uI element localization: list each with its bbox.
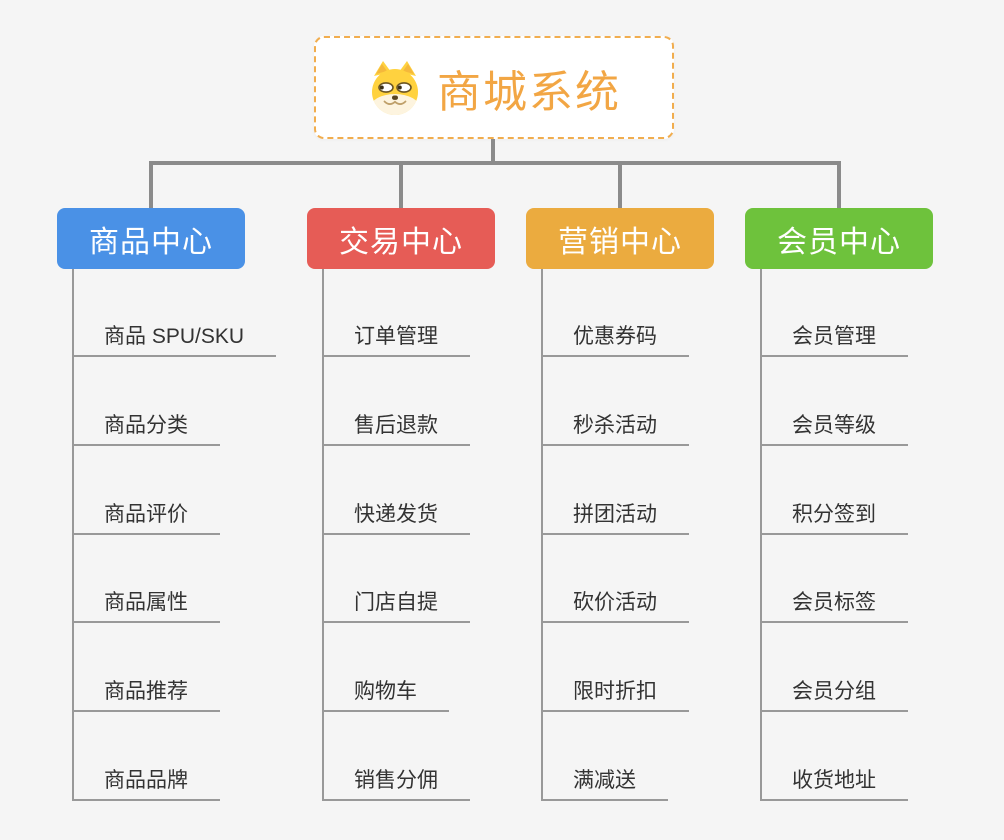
child-node[interactable]: 商品评价 <box>72 497 220 535</box>
child-node[interactable]: 门店自提 <box>322 585 470 623</box>
connector-stem <box>491 139 495 163</box>
child-node[interactable]: 快递发货 <box>322 497 470 535</box>
branch-label: 交易中心 <box>339 225 463 259</box>
root-title: 商城系统 <box>437 67 621 117</box>
child-node[interactable]: 商品分类 <box>72 408 220 446</box>
connector-drop <box>399 161 403 209</box>
child-node[interactable]: 积分签到 <box>760 497 908 535</box>
connector-drop <box>618 161 622 209</box>
child-node[interactable]: 商品属性 <box>72 585 220 623</box>
root-node[interactable]: 商城系统 <box>314 36 674 139</box>
child-node[interactable]: 商品 SPU/SKU <box>72 319 277 357</box>
branch-label: 商品中心 <box>89 225 213 259</box>
connector-drop <box>837 161 841 209</box>
connector-trunk <box>72 269 74 801</box>
child-node[interactable]: 会员管理 <box>760 319 908 357</box>
child-node[interactable]: 销售分佣 <box>322 763 470 801</box>
branch-node-4[interactable]: 会员中心 <box>745 208 933 269</box>
child-node[interactable]: 会员等级 <box>760 408 908 446</box>
branch-node-3[interactable]: 营销中心 <box>526 208 714 269</box>
connector-trunk <box>760 269 762 801</box>
dog-face-icon <box>367 59 423 117</box>
branch-node-2[interactable]: 交易中心 <box>307 208 495 269</box>
child-node[interactable]: 购物车 <box>322 674 449 712</box>
connector-trunk <box>322 269 324 801</box>
child-node[interactable]: 订单管理 <box>322 319 470 357</box>
branch-label: 营销中心 <box>558 225 682 259</box>
child-node[interactable]: 秒杀活动 <box>541 408 689 446</box>
child-node[interactable]: 商品推荐 <box>72 674 220 712</box>
child-node[interactable]: 商品品牌 <box>72 763 220 801</box>
connector-drop <box>149 161 153 209</box>
child-node[interactable]: 砍价活动 <box>541 585 689 623</box>
child-node[interactable]: 收货地址 <box>760 763 908 801</box>
child-node[interactable]: 会员标签 <box>760 585 908 623</box>
child-node[interactable]: 满减送 <box>541 763 668 801</box>
branch-label: 会员中心 <box>777 225 901 259</box>
branch-node-1[interactable]: 商品中心 <box>57 208 245 269</box>
connector-bus <box>149 161 841 165</box>
child-node[interactable]: 售后退款 <box>322 408 470 446</box>
child-node[interactable]: 限时折扣 <box>541 674 689 712</box>
child-node[interactable]: 优惠券码 <box>541 319 689 357</box>
connector-trunk <box>541 269 543 801</box>
child-node[interactable]: 拼团活动 <box>541 497 689 535</box>
child-node[interactable]: 会员分组 <box>760 674 908 712</box>
